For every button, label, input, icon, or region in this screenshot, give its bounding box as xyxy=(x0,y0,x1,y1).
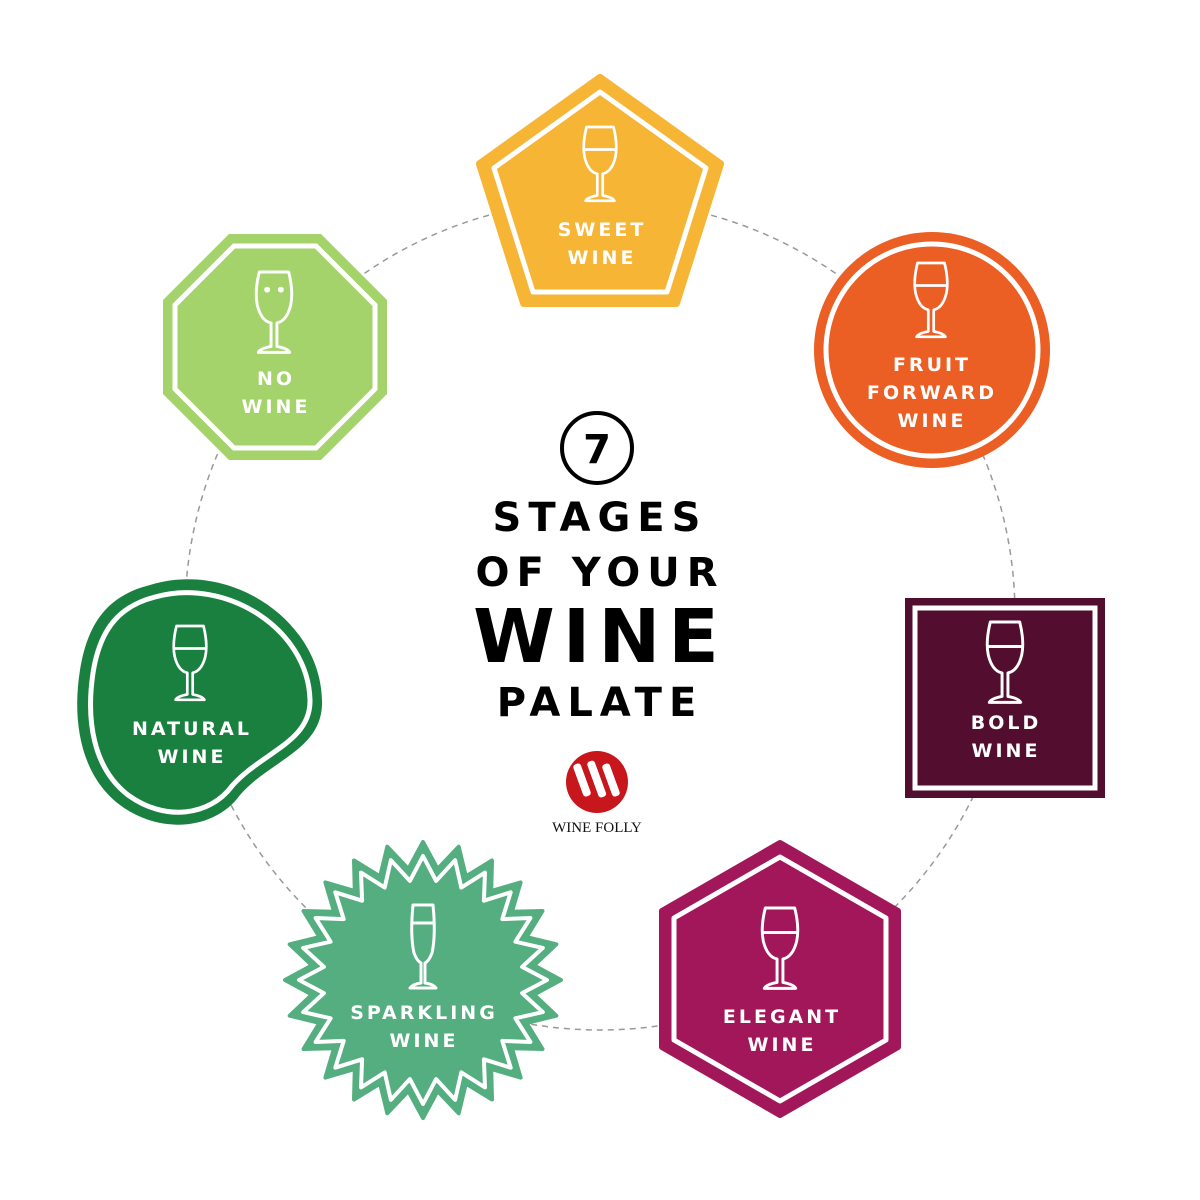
title-line: PALATE xyxy=(497,680,704,726)
stage-label: WINE xyxy=(972,740,1041,762)
stage-natural-wine: NATURAL WINE xyxy=(77,579,323,825)
stage-fruit-forward-wine: FRUIT FORWARD WINE xyxy=(814,232,1050,468)
stage-bold-wine: BOLD WINE xyxy=(905,598,1105,798)
stage-label: BOLD xyxy=(971,712,1042,734)
stage-count: 7 xyxy=(583,427,611,473)
stage-sweet-wine: SWEET WINE xyxy=(476,74,724,307)
stage-label: SPARKLING xyxy=(350,1002,498,1024)
stage-label: FRUIT xyxy=(893,354,971,376)
stage-sparkling-wine: SPARKLING WINE xyxy=(283,840,563,1120)
stage-label: FORWARD xyxy=(867,382,997,404)
stage-label: WINE xyxy=(158,746,227,768)
title-line: WINE xyxy=(473,594,727,680)
wine-glass-icon xyxy=(582,125,618,203)
stage-label: WINE xyxy=(898,410,967,432)
wine-glass-icon xyxy=(760,906,800,990)
stage-label: NATURAL xyxy=(132,718,252,740)
stage-label: NO xyxy=(257,368,295,390)
wine-folly-logo: WINE FOLLY xyxy=(552,751,642,836)
champagne-flute-icon xyxy=(408,903,438,990)
title-line: STAGES xyxy=(493,495,708,541)
stage-label: WINE xyxy=(390,1030,459,1052)
stage-label: SWEET xyxy=(558,219,647,241)
wine-glass-icon xyxy=(985,620,1025,704)
logo-text: WINE FOLLY xyxy=(552,820,642,836)
stage-label: WINE xyxy=(748,1034,817,1056)
stage-label: WINE xyxy=(242,396,311,418)
title-line: OF YOUR xyxy=(475,550,724,596)
stage-elegant-wine: ELEGANT WINE xyxy=(659,840,901,1118)
empty-glass-with-eyes-icon xyxy=(254,270,294,354)
wine-glass-icon xyxy=(913,261,949,339)
stage-label: WINE xyxy=(568,247,637,269)
stage-no-wine: NO WINE xyxy=(163,234,387,460)
center-title: 7 STAGES OF YOUR WINE PALATE xyxy=(473,411,727,726)
stage-label: ELEGANT xyxy=(723,1006,841,1028)
wine-glass-icon xyxy=(172,624,208,702)
number-badge xyxy=(560,411,634,485)
